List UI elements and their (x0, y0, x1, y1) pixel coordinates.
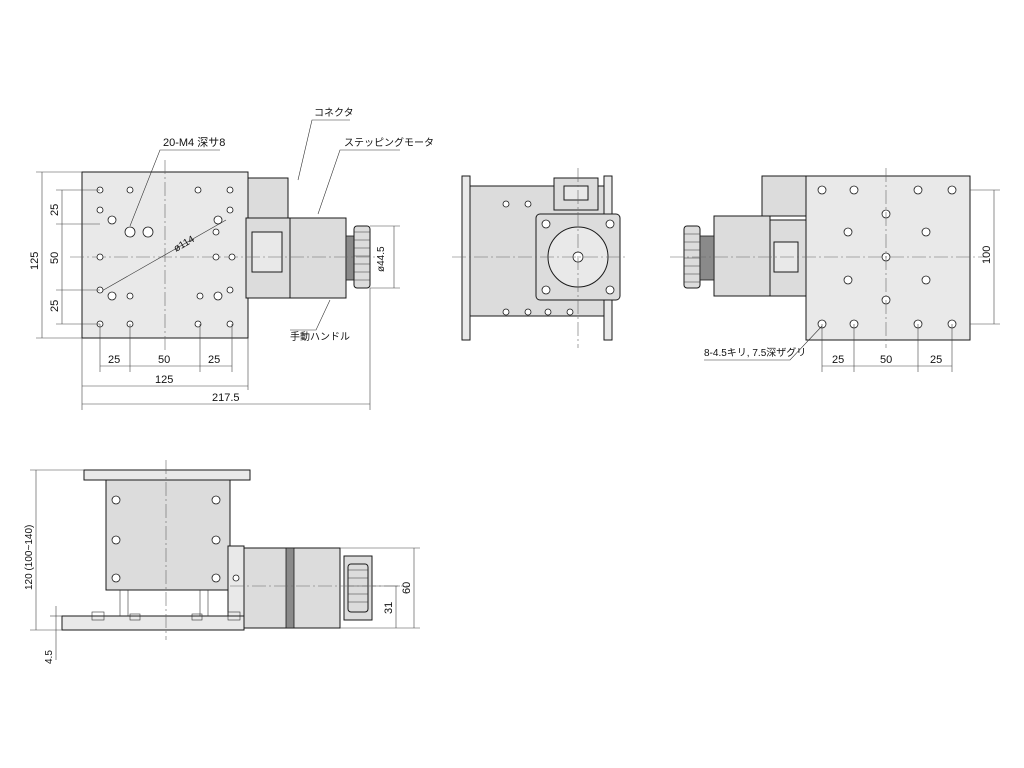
elevation-top-plate (83, 469, 251, 481)
side-view-holes (817, 185, 957, 329)
side-view-shaft-collar (699, 235, 715, 281)
dim-25-bottom: 25 (49, 300, 61, 312)
top-view-shaft-collar (345, 235, 355, 281)
label-manual-handle: 手動ハンドル (290, 330, 350, 343)
dim-2175: 217.5 (212, 392, 240, 404)
dim-dia445: ø44.5 (376, 246, 387, 272)
elevation-view: 120 (100~140) 4.5 60 31 (24, 460, 420, 664)
dim-50-vertical: 50 (49, 252, 61, 264)
top-view-motor-label (251, 231, 283, 273)
label-tapped-holes: 20-M4 深サ8 (163, 136, 225, 149)
dim-125-vertical: 125 (29, 252, 41, 270)
front-view (452, 168, 626, 348)
top-view-handle-knurl (354, 231, 370, 281)
dim-side-25-right: 25 (930, 354, 942, 366)
label-stepping-motor: ステッピングモータ (344, 136, 434, 149)
side-view-handle-knurl (684, 233, 700, 283)
top-view-motor-body (289, 217, 347, 299)
dim-side-50: 50 (880, 354, 892, 366)
dim-100: 100 (981, 246, 993, 264)
elevation-manual-handle (347, 563, 369, 613)
elevation-z-body (105, 479, 231, 591)
side-view: 8-4.5キリ, 7.5深ザグリ 100 25 50 25 (670, 168, 1000, 372)
side-view-connector-box (761, 175, 807, 217)
dim-50-horizontal: 50 (158, 354, 170, 366)
top-view: 20-M4 深サ8 コネクタ ステッピングモータ 手動ハンドル ø114 ø44… (29, 107, 434, 410)
elevation-motor-band (285, 547, 295, 629)
elevation-dim-lines (30, 469, 420, 660)
dim-60: 60 (401, 582, 413, 594)
dim-25-left: 25 (108, 354, 120, 366)
label-counterbore-holes: 8-4.5キリ, 7.5深ザグリ (704, 346, 806, 359)
top-view-leaders (129, 119, 400, 331)
dim-125-horizontal: 125 (155, 374, 173, 386)
dim-25-right: 25 (208, 354, 220, 366)
front-view-connector-socket (563, 185, 589, 201)
dim-25-top: 25 (49, 204, 61, 216)
side-view-dim-lines (821, 189, 1000, 372)
dim-45: 4.5 (44, 650, 55, 664)
side-view-motor-body (713, 215, 771, 297)
top-view-dim-lines (36, 171, 400, 410)
elevation-bolts (91, 590, 241, 621)
top-view-holes (96, 186, 236, 328)
dim-120: 120 (100~140) (24, 525, 35, 590)
front-view-plate-left (461, 175, 471, 341)
top-view-connector-box (247, 177, 289, 219)
dim-31: 31 (383, 602, 395, 614)
dim-side-25-left: 25 (832, 354, 844, 366)
elevation-holes (111, 495, 240, 583)
elevation-base (61, 615, 245, 631)
side-view-leader (704, 325, 823, 361)
label-connector: コネクタ (314, 107, 354, 119)
